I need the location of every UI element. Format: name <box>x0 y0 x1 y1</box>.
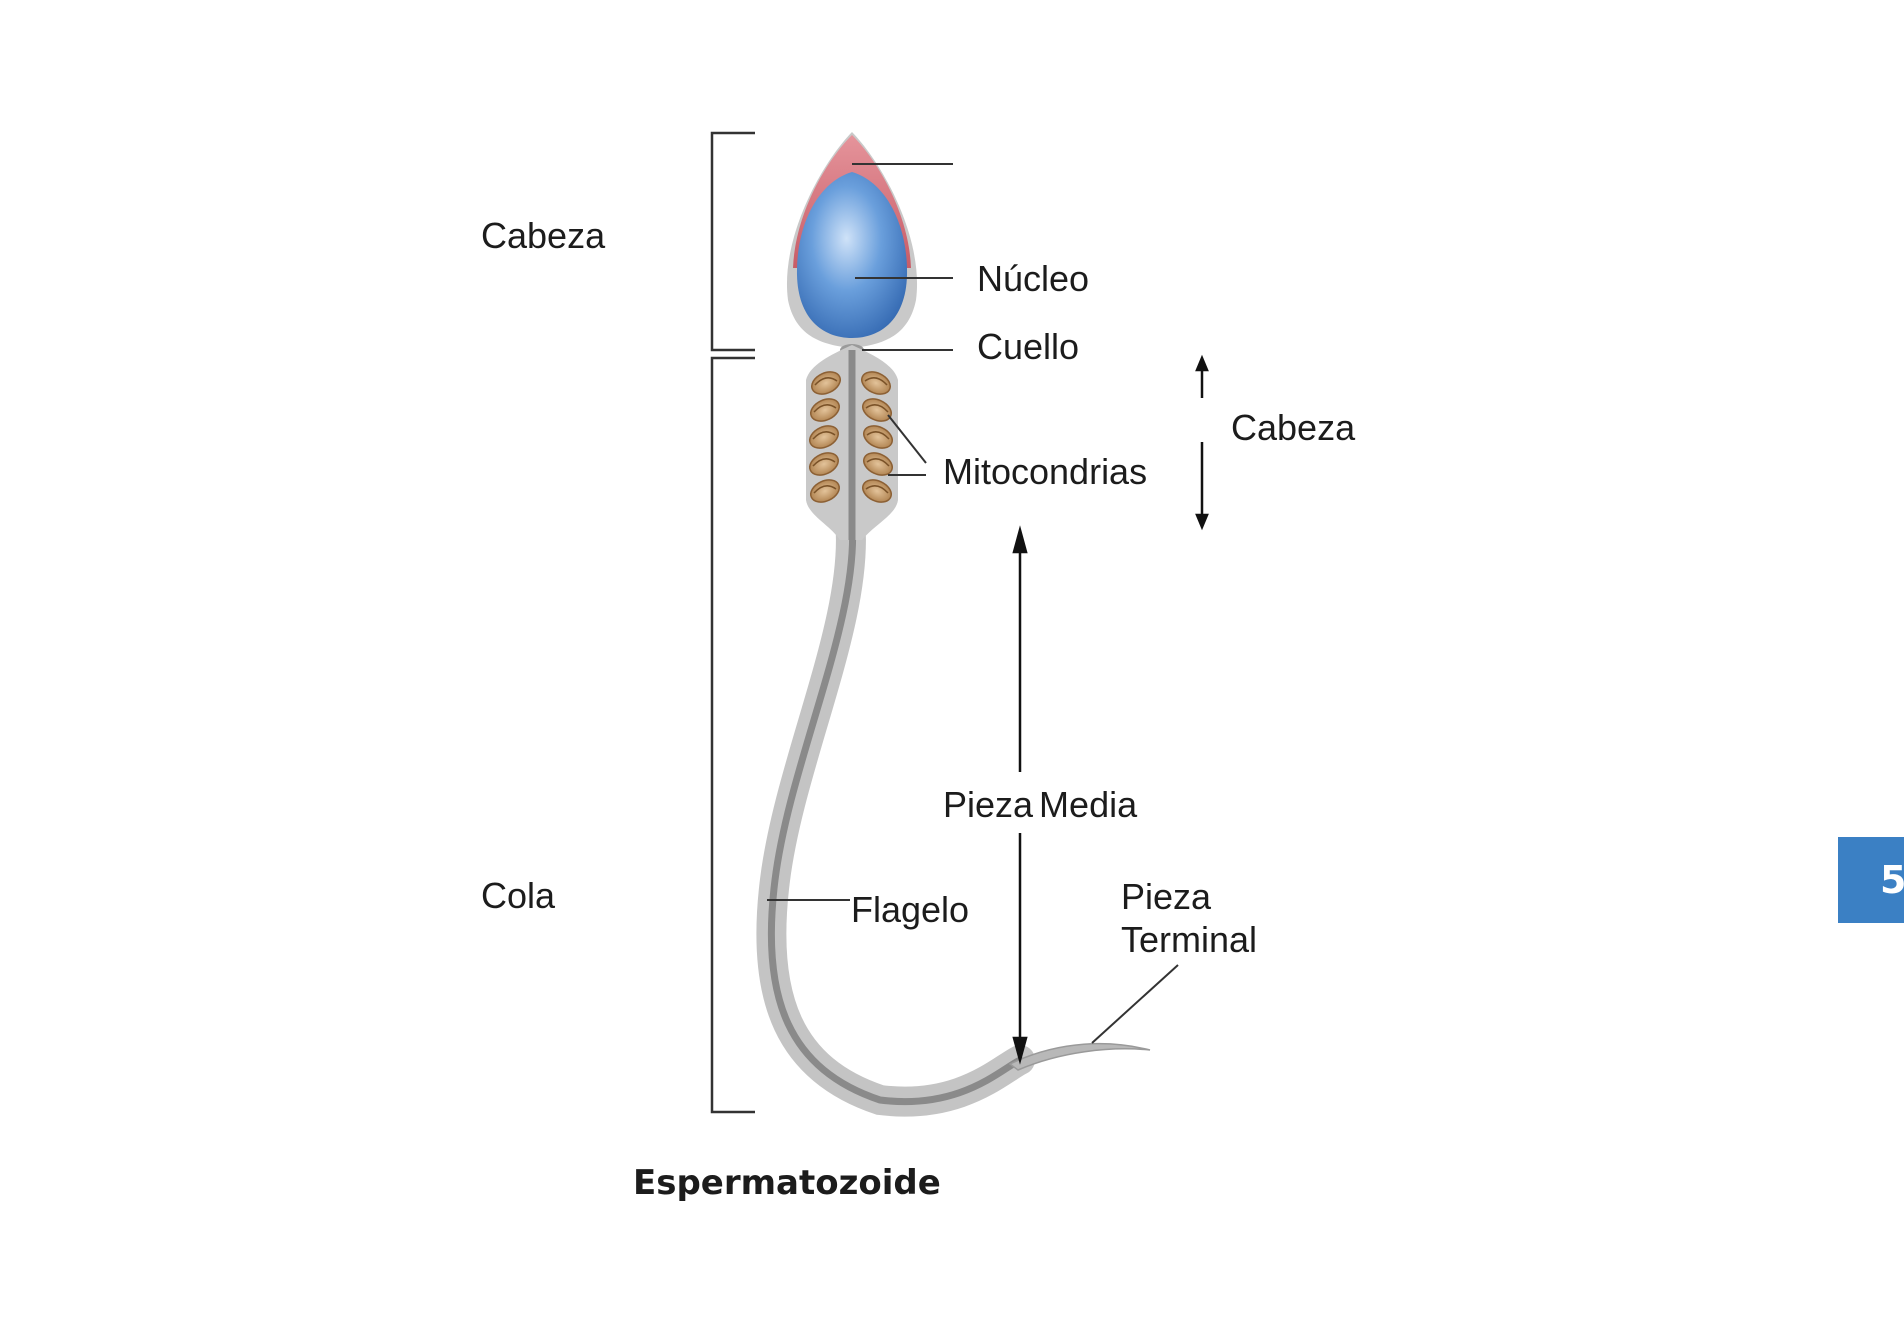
label-pieza-terminal-2: Terminal <box>1121 919 1257 960</box>
page-number: 5 <box>1880 858 1904 902</box>
label-cola: Cola <box>481 875 556 916</box>
label-pieza-terminal-1: Pieza <box>1121 876 1212 917</box>
arrow-cabeza <box>1195 354 1209 531</box>
leader-pieza-terminal <box>1091 964 1179 1044</box>
bracket-cola <box>710 356 755 1114</box>
axoneme-line <box>767 341 1024 1105</box>
label-mitocondrias: Mitocondrias <box>943 451 1147 492</box>
page-number-tab: 5 <box>1838 837 1904 923</box>
mitochondrion <box>810 479 840 503</box>
nucleus <box>796 172 908 338</box>
label-cabeza: Cabeza <box>481 215 606 256</box>
figure-caption: Espermatozoide <box>633 1163 941 1203</box>
mitochondrion <box>862 479 892 503</box>
mitochondrion <box>863 425 893 449</box>
mitochondria <box>809 371 893 503</box>
leader-mitocondrias-1 <box>887 414 927 464</box>
bracket-cabeza <box>710 131 755 352</box>
mitochondrion <box>809 452 839 476</box>
arrow-pieza-media <box>1012 525 1028 1065</box>
end-piece <box>1008 1042 1151 1071</box>
mitochondrion <box>863 452 893 476</box>
mitochondrion <box>809 425 839 449</box>
label-flagelo: Flagelo <box>851 889 969 930</box>
mitochondrion <box>862 398 892 422</box>
label-cuello: Cuello <box>977 326 1079 367</box>
label-nucleo: Núcleo <box>977 258 1089 299</box>
mitochondrion <box>861 371 891 395</box>
mitochondrion <box>810 398 840 422</box>
label-cabeza-right: Cabeza <box>1231 407 1356 448</box>
label-pieza-media: Pieza Media <box>943 784 1138 825</box>
mitochondrion <box>811 371 841 395</box>
